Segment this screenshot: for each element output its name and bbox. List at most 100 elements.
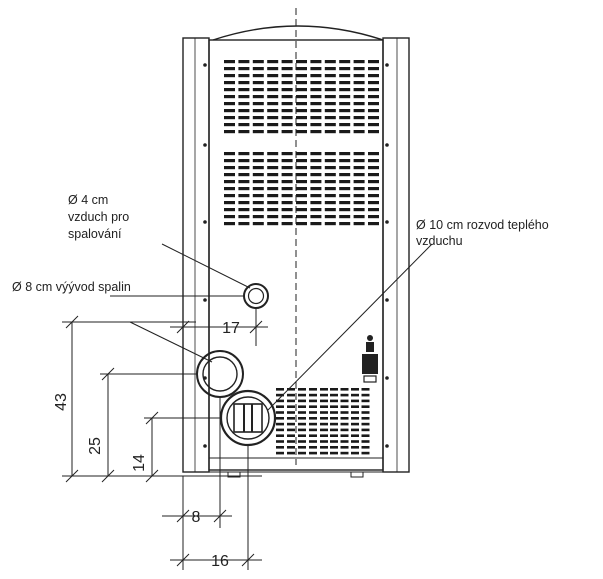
vent-slot: [353, 201, 365, 205]
vent-slot: [339, 187, 351, 191]
vent-slot: [368, 201, 379, 205]
left-side-panel: [182, 37, 210, 473]
vent-slot: [252, 102, 264, 106]
vent-slot: [287, 405, 295, 408]
vent-slot: [339, 194, 351, 198]
vent-slot: [224, 166, 235, 170]
vent-slot: [368, 180, 379, 184]
vent-slot: [353, 208, 365, 212]
vent-slot: [238, 60, 250, 64]
vent-slot: [324, 95, 336, 99]
vent-slot: [267, 116, 279, 120]
vent-slot: [339, 116, 351, 120]
vent-slot: [298, 399, 306, 403]
vent-slot: [324, 222, 336, 226]
vent-slot: [309, 411, 317, 414]
vent-slot: [238, 123, 250, 127]
vent-slot: [267, 201, 279, 205]
vent-slot: [252, 116, 264, 120]
middle-vent-grille: [224, 152, 379, 226]
vent-slot: [339, 67, 351, 71]
vent-slot: [339, 222, 351, 226]
vent-slot: [296, 67, 307, 71]
panel-screws: [203, 63, 389, 448]
vent-slot: [287, 422, 295, 426]
vent-slot: [324, 187, 336, 191]
vent-slot: [368, 81, 379, 85]
vent-slot: [267, 152, 279, 156]
vent-slot: [309, 422, 317, 426]
vent-slot: [310, 187, 322, 191]
vent-slot: [353, 81, 365, 85]
inlet-label-line3: spalování: [68, 227, 122, 241]
vent-slot: [276, 417, 284, 420]
vent-slot: [287, 393, 295, 397]
vent-slot: [238, 152, 250, 156]
vent-slot: [368, 152, 379, 156]
vent-slot: [281, 166, 293, 170]
vent-slot: [309, 451, 317, 455]
vent-slot: [361, 446, 370, 449]
vent-slot: [353, 222, 365, 226]
vent-slot: [267, 215, 279, 219]
vent-slot: [309, 446, 317, 449]
vent-slot: [252, 201, 264, 205]
vent-slot: [298, 388, 306, 391]
vent-slot: [276, 440, 284, 443]
vent-slot: [281, 67, 293, 71]
vent-slot: [238, 81, 250, 85]
vent-slot: [267, 123, 279, 127]
vent-slot: [238, 180, 250, 184]
vent-slot: [339, 173, 351, 177]
vent-slot: [310, 81, 322, 85]
vent-slot: [353, 180, 365, 184]
vent-slot: [252, 67, 264, 71]
vent-slot: [281, 201, 293, 205]
vent-slot: [339, 109, 351, 113]
vent-slot: [252, 81, 264, 85]
vent-slot: [252, 95, 264, 99]
vent-slot: [281, 215, 293, 219]
air-inlet-connector: [243, 283, 269, 309]
vent-slot: [298, 422, 306, 426]
vent-slot: [324, 109, 336, 113]
vent-slot: [267, 130, 279, 134]
vent-slot: [353, 60, 365, 64]
vent-slot: [296, 194, 307, 198]
vent-slot: [267, 102, 279, 106]
vent-slot: [320, 440, 328, 443]
vent-slot: [267, 109, 279, 113]
vent-slot: [340, 388, 349, 391]
vent-slot: [324, 152, 336, 156]
vent-slot: [324, 208, 336, 212]
vent-slot: [224, 222, 235, 226]
vent-slot: [340, 434, 349, 437]
vent-slot: [267, 81, 279, 85]
vent-slot: [368, 194, 379, 198]
vent-slot: [224, 95, 235, 99]
vent-slot: [267, 173, 279, 177]
vent-slot: [296, 109, 307, 113]
vent-slot: [267, 166, 279, 170]
vent-slot: [330, 399, 338, 403]
vent-slot: [339, 102, 351, 106]
vent-slot: [296, 173, 307, 177]
vent-slot: [330, 417, 338, 420]
vent-slot: [252, 123, 264, 127]
vent-slot: [351, 399, 359, 403]
vent-slot: [324, 180, 336, 184]
vent-slot: [368, 95, 379, 99]
vent-slot: [310, 222, 322, 226]
leader-lines: [110, 243, 433, 411]
vent-slot: [267, 187, 279, 191]
vent-slot: [281, 180, 293, 184]
vent-slot: [340, 411, 349, 414]
vent-slot: [309, 388, 317, 391]
vent-slot: [340, 417, 349, 420]
vent-slot: [296, 88, 307, 92]
vent-slot: [296, 180, 307, 184]
vent-slot: [368, 60, 379, 64]
vent-slot: [368, 123, 379, 127]
vent-slot: [353, 159, 365, 163]
